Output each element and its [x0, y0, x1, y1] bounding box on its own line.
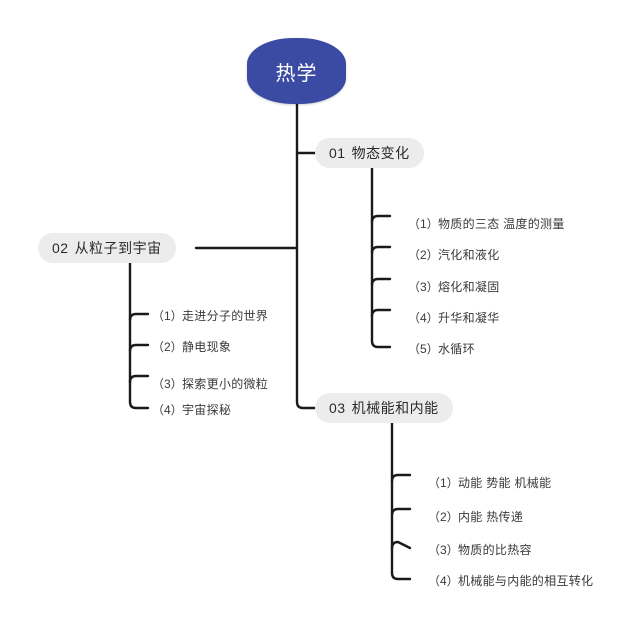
spine-branch-03 [390, 421, 412, 581]
leaf-index: （2） [428, 509, 459, 524]
leaf-label: 物质的三态 温度的测量 [438, 216, 565, 231]
branch-title-01: 物态变化 [351, 145, 410, 161]
leaf-label: 升华和凝华 [438, 310, 500, 325]
list-item[interactable]: （1） 动能 势能 机械能 [428, 473, 551, 491]
leaf-label: 机械能与内能的相互转化 [458, 573, 594, 588]
list-item[interactable]: （4） 升华和凝华 [408, 308, 500, 326]
leaf-index: （1） [408, 216, 439, 231]
leaf-label: 内能 热传递 [458, 509, 524, 524]
spine-branch-01 [370, 166, 392, 349]
stub-03-item-3 [390, 540, 412, 550]
leaf-label: 静电现象 [182, 339, 232, 354]
list-item[interactable]: （3） 物质的比热容 [428, 540, 532, 558]
leaf-index: （1） [152, 308, 183, 323]
branch-title-03: 机械能和内能 [351, 400, 439, 416]
list-item[interactable]: （4） 宇宙探秘 [152, 400, 231, 418]
leaf-index: （3） [428, 542, 459, 557]
leaf-label: 汽化和液化 [438, 247, 500, 262]
stub-03-item-1 [390, 473, 412, 483]
stub-01-item-2 [370, 245, 392, 255]
leaf-index: （5） [408, 341, 439, 356]
leaf-index: （3） [408, 279, 439, 294]
leaf-label: 探索更小的微粒 [182, 376, 269, 391]
branch-title-02: 从粒子到宇宙 [74, 240, 162, 256]
spine-branch-02 [128, 261, 150, 410]
leaf-index: （1） [428, 475, 459, 490]
list-item[interactable]: （1） 物质的三态 温度的测量 [408, 214, 565, 232]
leaf-index: （3） [152, 376, 183, 391]
branch-index-01: 01 [329, 145, 346, 161]
list-item[interactable]: （4） 机械能与内能的相互转化 [428, 571, 593, 589]
branch-node-02[interactable]: 02 从粒子到宇宙 [38, 233, 176, 263]
list-item[interactable]: （1） 走进分子的世界 [152, 306, 268, 324]
stub-01-item-3 [370, 277, 392, 287]
list-item[interactable]: （5） 水循环 [408, 339, 475, 357]
branch-index-03: 03 [329, 400, 346, 416]
leaf-label: 走进分子的世界 [182, 308, 269, 323]
stub-01-item-1 [370, 214, 392, 224]
list-item[interactable]: （2） 静电现象 [152, 337, 231, 355]
leaf-label: 物质的比热容 [458, 542, 532, 557]
list-item[interactable]: （3） 探索更小的微粒 [152, 374, 268, 392]
leaf-index: （4） [152, 402, 183, 417]
list-item[interactable]: （2） 内能 热传递 [428, 507, 523, 525]
branch-node-01[interactable]: 01 物态变化 [315, 138, 424, 168]
leaf-index: （2） [152, 339, 183, 354]
leaf-label: 水循环 [438, 341, 475, 356]
stub-02-item-3 [128, 374, 150, 384]
stub-01-item-4 [370, 308, 392, 318]
leaf-label: 熔化和凝固 [438, 279, 500, 294]
stub-03-item-2 [390, 507, 412, 517]
leaf-label: 动能 势能 机械能 [458, 475, 552, 490]
branch-node-03[interactable]: 03 机械能和内能 [315, 393, 453, 423]
leaf-label: 宇宙探秘 [182, 402, 232, 417]
leaf-index: （2） [408, 247, 439, 262]
branch-index-02: 02 [52, 240, 69, 256]
stub-02-item-2 [128, 343, 150, 353]
stub-02-item-1 [128, 312, 150, 322]
leaf-index: （4） [408, 310, 439, 325]
list-item[interactable]: （2） 汽化和液化 [408, 245, 500, 263]
leaf-index: （4） [428, 573, 459, 588]
trunk-line [295, 102, 317, 410]
list-item[interactable]: （3） 熔化和凝固 [408, 277, 500, 295]
root-node[interactable]: 热学 [247, 38, 346, 104]
root-label: 热学 [275, 62, 318, 85]
